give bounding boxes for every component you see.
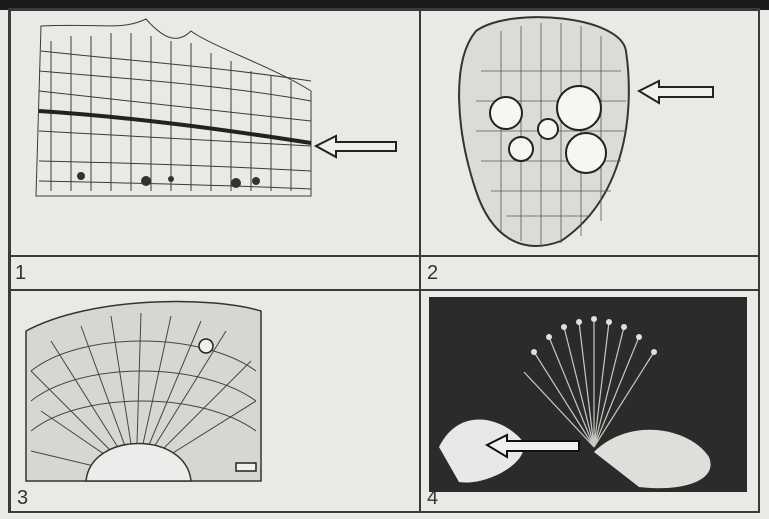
arrow-icon [316, 136, 396, 157]
panel-divider [11, 255, 419, 257]
figure-panel-4: 4 [420, 290, 760, 513]
panel-number-2: 2 [427, 262, 438, 285]
figure-panel-1: 1 [10, 10, 420, 290]
panel-number-3: 3 [17, 487, 28, 510]
panel-number-1: 1 [15, 262, 26, 285]
vascular-bundle-drawing [421, 11, 760, 290]
tissue-section-drawing [11, 11, 420, 290]
figure-panel-2: 2 [420, 10, 760, 290]
figure-grid: 1 2 [8, 8, 760, 513]
stem-section-drawing [11, 291, 420, 513]
panel-number-4: 4 [427, 487, 438, 510]
flower-photo-image [429, 297, 747, 492]
arrow-icon [639, 81, 713, 103]
flower-photo [429, 297, 747, 492]
panel-divider [421, 255, 759, 257]
figure-panel-3: 3 [10, 290, 420, 513]
